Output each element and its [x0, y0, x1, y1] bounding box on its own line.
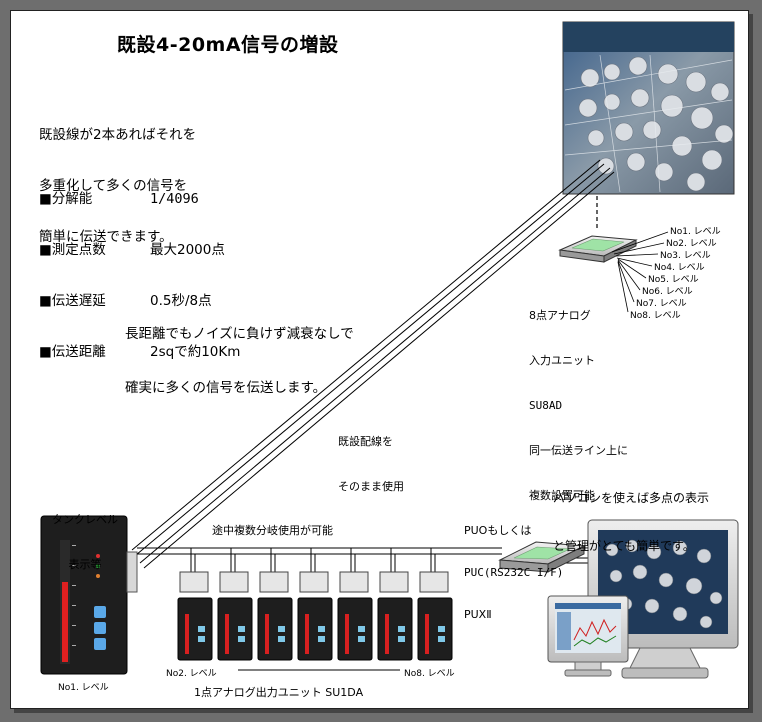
output-unit-label: 1点アナログ出力ユニット SU1DA	[194, 686, 364, 699]
analog-input-line: 複数設置可能	[529, 489, 595, 502]
level-label-1: No1. レベル	[670, 227, 721, 237]
plant-photo	[562, 21, 735, 195]
spec-row: ■伝送遅延 0.5秒/8点	[39, 293, 240, 310]
spec-value: 2sqで約10Km	[150, 344, 241, 360]
spec-value: 0.5秒/8点	[150, 293, 212, 309]
analog-input-unit-label: 8点アナログ 入力ユニット SU8AD 同一伝送ライン上に 複数設置可能	[529, 278, 628, 518]
level-label-6: No6. レベル	[642, 287, 693, 297]
no1-level-label: No1. レベル	[58, 683, 109, 693]
page-title: 既設4-20mA信号の増設	[117, 34, 339, 56]
spec-row: ■測定点数 最大2000点	[39, 242, 240, 259]
spec-row: ■伝送距離 2sqで約10Km	[39, 344, 240, 361]
spec-label: ■伝送遅延	[39, 293, 106, 309]
analog-input-line: SU8AD	[529, 399, 563, 412]
intro-line: 既設線が2本あればそれを	[39, 127, 197, 143]
pu-unit-line: PUXⅡ	[464, 608, 492, 621]
intro-line: 簡単に伝送できます。	[39, 229, 173, 245]
tank-display-label: タンクレベル 表示等	[52, 482, 118, 587]
level-label-3: No3. レベル	[660, 251, 711, 261]
level-label-2: No2. レベル	[666, 239, 717, 249]
analog-input-line: 8点アナログ	[529, 309, 591, 322]
spec-list: ■分解能 1/4096 ■測定点数 最大2000点 ■伝送遅延 0.5秒/8点 ■伝送…	[39, 157, 240, 378]
spec-row: ■分解能 1/4096	[39, 191, 240, 208]
spec-label: ■伝送距離	[39, 344, 106, 360]
no8-level-label: No8. レベル	[404, 669, 455, 679]
existing-wiring-line: そのまま使用	[338, 480, 404, 493]
long-distance-line: 確実に多くの信号を伝送します。	[125, 380, 327, 396]
spec-value: 1/4096	[150, 191, 199, 207]
spec-label: ■分解能	[39, 191, 93, 207]
no2-level-label: No2. レベル	[166, 669, 217, 679]
intro-text: 既設線が2本あればそれを 多重化して多くの信号を 簡単に伝送できます。	[39, 93, 196, 263]
long-distance-text: 長距離でもノイズに負けず減衰なしで 確実に多くの信号を伝送します。	[125, 289, 354, 415]
pu-unit-line: PUOもしくは	[464, 524, 532, 537]
pc-note-line: と管理がとても簡単です。	[553, 539, 695, 553]
level-label-4: No4. レベル	[654, 263, 705, 273]
spec-label: ■測定点数	[39, 242, 106, 258]
analog-input-line: 同一伝送ライン上に	[529, 444, 628, 457]
small-monitor	[547, 595, 629, 677]
su1da-units	[177, 548, 453, 671]
analog-input-line: 入力ユニット	[529, 354, 595, 367]
level-label-5: No5. レベル	[648, 275, 699, 285]
long-distance-line: 長距離でもノイズに負けず減衰なしで	[125, 326, 354, 342]
level-leaders	[611, 231, 669, 313]
su8ad-unit	[558, 235, 638, 263]
existing-wiring	[131, 159, 615, 569]
pu-unit-label: PUOもしくは PUC(RS232C I/F) PUXⅡ	[464, 496, 563, 636]
tank-display-line: タンクレベル	[52, 513, 118, 526]
pu-unit-line: PUC(RS232C I/F)	[464, 566, 564, 579]
pc-note: パソコンを使えば多点の表示 と管理がとても簡単です。	[553, 458, 709, 570]
pu-unit	[498, 541, 586, 573]
branch-note: 途中複数分岐使用が可能	[212, 524, 333, 537]
existing-wiring-line: 既設配線を	[338, 435, 393, 448]
level-label-7: No7. レベル	[636, 299, 687, 309]
tank-display-line: 表示等	[68, 558, 102, 571]
intro-line: 多重化して多くの信号を	[39, 178, 188, 194]
existing-wiring-label: 既設配線を そのまま使用	[338, 404, 404, 509]
tank-level-display	[40, 515, 138, 675]
pc-note-line: パソコンを使えば多点の表示	[553, 491, 710, 505]
spec-value: 最大2000点	[150, 242, 225, 258]
level-label-8: No8. レベル	[630, 311, 681, 321]
